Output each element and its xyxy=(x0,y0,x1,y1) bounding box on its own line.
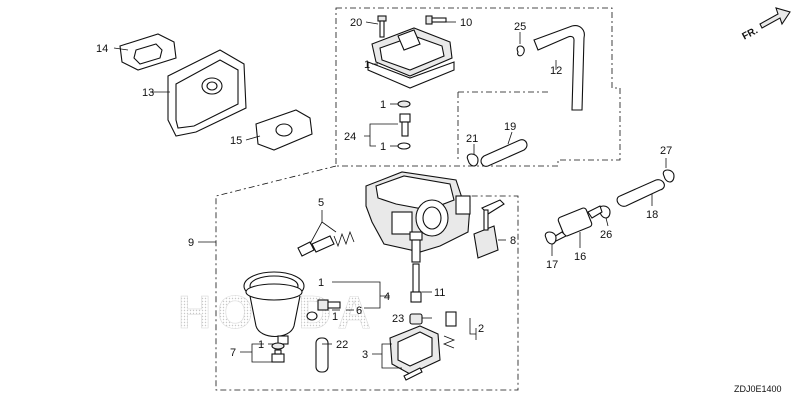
upper-assembly-frame xyxy=(335,7,621,167)
callout-1-drain: 1 xyxy=(332,311,338,323)
callout-19: 19 xyxy=(504,121,516,133)
callout-1-cover: 1 xyxy=(364,59,370,71)
carburetor-body xyxy=(365,171,471,263)
callout-24: 24 xyxy=(344,131,356,143)
part-21-clamp xyxy=(466,153,479,167)
part-14-gasket xyxy=(119,33,177,71)
part-20-screw xyxy=(377,15,387,38)
callout-labels: 14 13 15 20 10 1 25 12 1 24 1 21 19 27 1… xyxy=(96,17,672,361)
callout-21: 21 xyxy=(466,133,478,145)
callout-18: 18 xyxy=(646,209,658,221)
front-direction-indicator: FR. xyxy=(740,7,791,43)
part-5-pilot-screw xyxy=(297,230,355,257)
part-15-gasket xyxy=(255,109,313,151)
front-direction-label: FR. xyxy=(740,25,760,42)
callout-22: 22 xyxy=(336,339,348,351)
part-7-drain-bolt xyxy=(271,342,285,363)
callout-12: 12 xyxy=(550,65,562,77)
callout-16: 16 xyxy=(574,251,586,263)
part-11-needle-assembly xyxy=(409,263,423,325)
callout-8: 8 xyxy=(510,235,516,247)
callout-14: 14 xyxy=(96,43,108,55)
callout-4: 4 xyxy=(384,291,390,303)
callout-1-bowl: 1 xyxy=(318,277,324,289)
callout-1-bolt: 1 xyxy=(258,339,264,351)
callout-23: 23 xyxy=(392,313,404,325)
main-jet-assembly xyxy=(397,100,411,150)
callout-25: 25 xyxy=(514,21,526,33)
fuel-line-frame xyxy=(457,91,548,160)
part-13-insulator xyxy=(167,49,247,137)
part-19-fuel-tube xyxy=(480,139,528,167)
callout-1-washer-top: 1 xyxy=(380,99,386,111)
callout-27: 27 xyxy=(660,145,672,157)
part-25-clip xyxy=(516,45,525,57)
callout-20: 20 xyxy=(350,17,362,29)
top-cover-assembly xyxy=(367,27,455,89)
part-8-choke-lever xyxy=(473,199,505,259)
part-10-screw xyxy=(425,15,447,25)
part-16-fuel-filter xyxy=(551,205,603,243)
callout-15: 15 xyxy=(230,135,242,147)
callout-3: 3 xyxy=(362,349,368,361)
part-22-drain-tube xyxy=(315,337,329,373)
carburetor-frame xyxy=(215,165,519,391)
part-17-clamp xyxy=(544,231,557,245)
callout-9: 9 xyxy=(188,237,194,249)
callout-13: 13 xyxy=(142,87,154,99)
front-arrow-icon xyxy=(759,7,791,29)
diagram-code: ZDJ0E1400 xyxy=(734,384,782,394)
callout-1-washer-bottom: 1 xyxy=(380,141,386,153)
callout-11: 11 xyxy=(434,287,445,299)
part-12-vent-tube xyxy=(533,25,585,111)
float-chamber xyxy=(243,271,305,345)
part-2-screw-set xyxy=(442,311,457,349)
callout-17: 17 xyxy=(546,259,558,271)
callout-5: 5 xyxy=(318,197,324,209)
callout-6: 6 xyxy=(356,305,362,317)
part-6-drain-screw xyxy=(306,299,341,321)
part-3-float xyxy=(389,325,441,381)
callout-10: 10 xyxy=(460,17,472,29)
callout-2: 2 xyxy=(478,323,484,335)
part-27-clamp xyxy=(662,169,675,183)
leader-lines xyxy=(113,21,667,369)
callout-7: 7 xyxy=(230,347,236,359)
callout-26: 26 xyxy=(600,229,612,241)
part-18-fuel-tube xyxy=(616,179,665,207)
